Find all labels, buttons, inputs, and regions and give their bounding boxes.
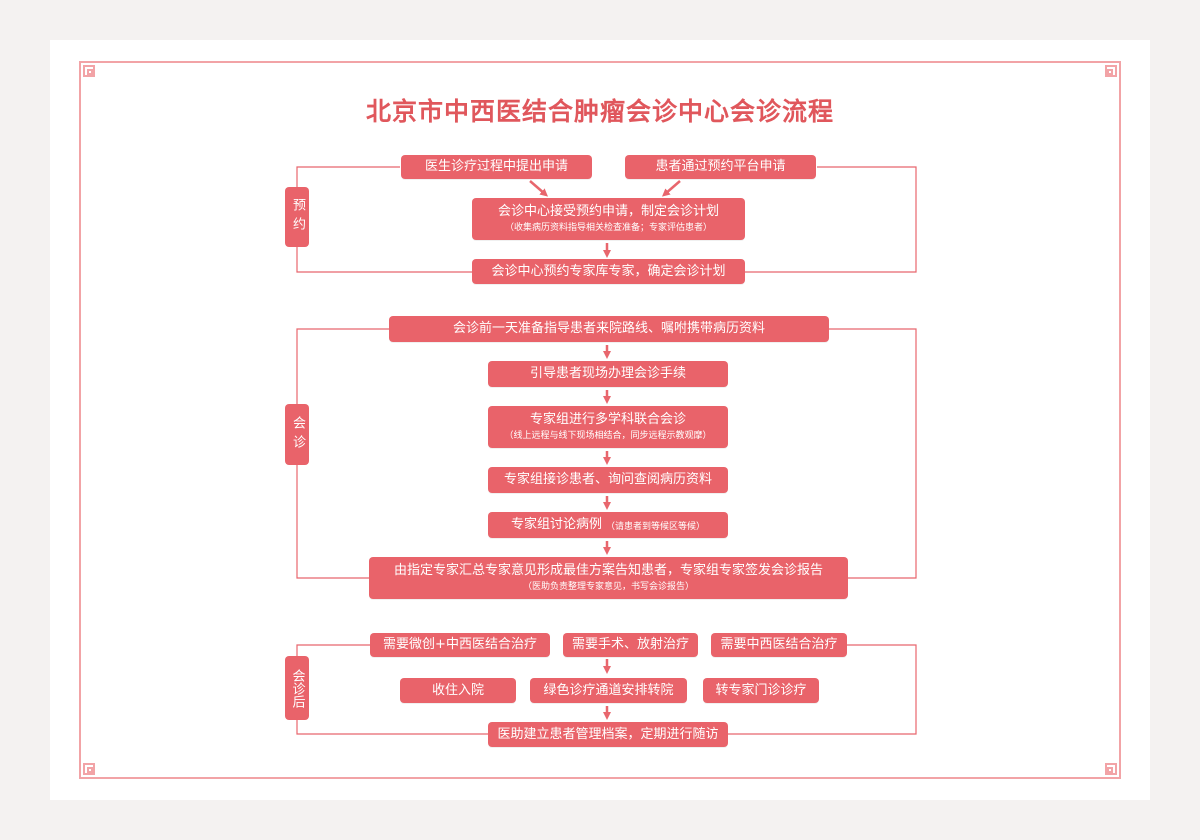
stage-consult-label: 会诊 xyxy=(290,415,305,454)
see-patient-box: 专家组接诊患者、询问查阅病历资料 xyxy=(488,467,728,493)
followup-text: 医助建立患者管理档案，定期进行随访 xyxy=(497,726,719,742)
followup-box: 医助建立患者管理档案，定期进行随访 xyxy=(488,722,728,747)
mdt-box: 专家组进行多学科联合会诊 （线上远程与线下现场相结合，同步远程示教观摩） xyxy=(488,406,728,448)
need-surgery-text: 需要手术、放射治疗 xyxy=(571,637,689,652)
need-minimally-invasive-box: 需要微创+中西医结合治疗 xyxy=(370,633,550,657)
center-accept-text: 会诊中心接受预约申请，制定会诊计划 xyxy=(497,204,719,219)
stage-after-label: 会诊后 xyxy=(289,668,305,708)
mdt-text: 专家组进行多学科联合会诊 xyxy=(529,412,686,427)
discuss-note: （请患者到等候区等候） xyxy=(606,521,706,532)
guide-procedure-text: 引导患者现场办理会诊手续 xyxy=(529,366,686,381)
center-book-text: 会诊中心预约专家库专家，确定会诊计划 xyxy=(491,263,726,279)
discuss-box: 专家组讨论病例 （请患者到等候区等候） xyxy=(488,512,728,538)
guide-day-before-text: 会诊前一天准备指导患者来院路线、嘱咐携带病历资料 xyxy=(452,321,765,336)
stage-booking-label: 预约 xyxy=(290,198,305,236)
center-accept-box: 会诊中心接受预约申请，制定会诊计划 （收集病历资料指导相关检查准备；专家评估患者… xyxy=(472,198,745,240)
arrow-doctor-to-center xyxy=(529,180,549,197)
page-title: 北京市中西医结合肿瘤会诊中心会诊流程 xyxy=(365,97,834,126)
patient-apply-box: 患者通过预约平台申请 xyxy=(625,155,816,179)
need-surgery-box: 需要手术、放射治疗 xyxy=(563,633,698,657)
guide-day-before-box: 会诊前一天准备指导患者来院路线、嘱咐携带病历资料 xyxy=(389,316,829,342)
stage-booking: 预约 xyxy=(285,187,309,247)
green-channel-text: 绿色诊疗通道安排转院 xyxy=(543,682,674,698)
stage-consult: 会诊 xyxy=(285,404,309,465)
need-integrated-text: 需要中西医结合治疗 xyxy=(720,637,838,652)
see-patient-text: 专家组接诊患者、询问查阅病历资料 xyxy=(503,472,712,487)
discuss-text: 专家组讨论病例 xyxy=(510,517,602,532)
report-note: （医助负责整理专家意见，书写会诊报告） xyxy=(522,582,694,592)
outpatient-text: 转专家门诊诊疗 xyxy=(715,682,807,698)
report-text: 由指定专家汇总专家意见形成最佳方案告知患者，专家组专家签发会诊报告 xyxy=(393,563,823,578)
stage-after: 会诊后 xyxy=(285,656,309,720)
decorative-frame xyxy=(79,61,1121,779)
green-channel-box: 绿色诊疗通道安排转院 xyxy=(530,678,687,703)
admit-text: 收住入院 xyxy=(431,682,484,698)
center-book-box: 会诊中心预约专家库专家，确定会诊计划 xyxy=(472,259,745,284)
guide-procedure-box: 引导患者现场办理会诊手续 xyxy=(488,361,728,387)
admit-box: 收住入院 xyxy=(400,678,516,703)
arrow-patient-to-center xyxy=(661,180,681,197)
flow-arrows xyxy=(529,180,681,720)
outpatient-box: 转专家门诊诊疗 xyxy=(703,678,819,703)
patient-apply-text: 患者通过预约平台申请 xyxy=(655,159,786,174)
need-integrated-box: 需要中西医结合治疗 xyxy=(711,633,847,657)
center-accept-note: （收集病历资料指导相关检查准备；专家评估患者） xyxy=(504,223,712,233)
report-box: 由指定专家汇总专家意见形成最佳方案告知患者，专家组专家签发会诊报告 （医助负责整… xyxy=(369,557,848,599)
need-minimally-invasive-text: 需要微创+中西医结合治疗 xyxy=(383,637,537,652)
mdt-note: （线上远程与线下现场相结合，同步远程示教观摩） xyxy=(504,431,712,441)
doctor-apply-text: 医生诊疗过程中提出申请 xyxy=(424,159,568,174)
doctor-apply-box: 医生诊疗过程中提出申请 xyxy=(401,155,592,179)
